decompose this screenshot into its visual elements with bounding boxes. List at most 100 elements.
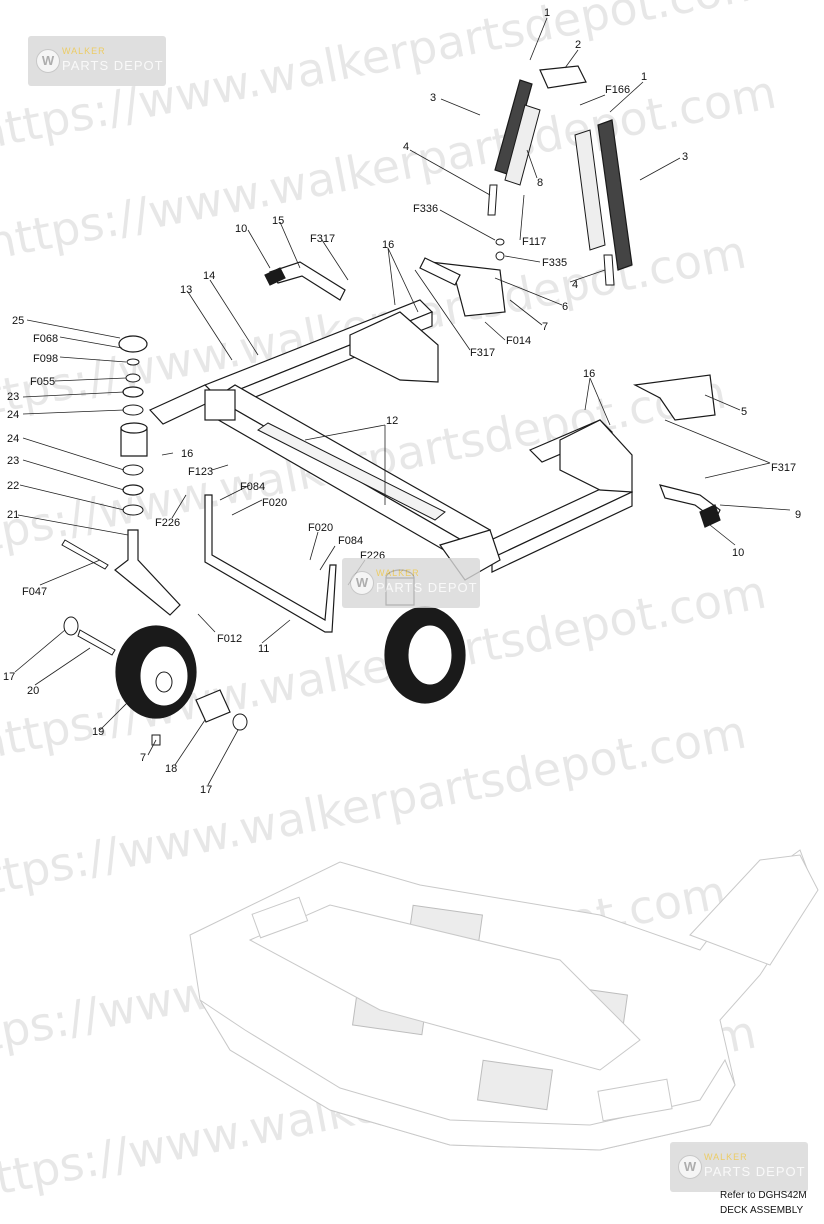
leader-line xyxy=(99,699,131,731)
leader-line xyxy=(719,504,791,511)
leader-line xyxy=(321,239,349,281)
leader-line xyxy=(187,291,233,361)
logo-bottom-text: PARTS DEPOT xyxy=(704,1164,806,1179)
part-label: F123 xyxy=(188,466,213,478)
left-caster-assembly xyxy=(61,335,248,746)
part-label: F336 xyxy=(413,203,438,215)
part-label: 14 xyxy=(203,270,215,282)
leader-line xyxy=(161,452,174,456)
part-label: 24 xyxy=(7,433,19,445)
frame-right-arm-side xyxy=(491,491,633,573)
part-label: F317 xyxy=(470,347,495,359)
leader-line xyxy=(584,377,591,411)
reference-note-line1: Refer to DGHS42M xyxy=(720,1190,807,1201)
part-label: 16 xyxy=(181,448,193,460)
part-label: 21 xyxy=(7,509,19,521)
washer xyxy=(126,358,140,366)
part-label: 20 xyxy=(27,685,39,697)
logo-badge-icon: W xyxy=(36,49,60,73)
frame-corner-block xyxy=(204,389,236,421)
leader-line xyxy=(17,514,129,536)
lock-nut xyxy=(495,251,505,261)
part-label: F226 xyxy=(155,517,180,529)
frame-right-arm xyxy=(479,479,634,559)
leader-line xyxy=(26,319,121,339)
leader-line xyxy=(309,531,319,561)
bearing-race xyxy=(122,404,144,416)
leader-line xyxy=(22,437,125,471)
extension-spring xyxy=(574,129,606,251)
part-label: 4 xyxy=(403,141,409,153)
leader-line xyxy=(509,299,543,326)
part-label: F166 xyxy=(605,84,630,96)
leader-line xyxy=(579,94,606,106)
part-label: F317 xyxy=(771,462,796,474)
lift-pin-grip xyxy=(699,504,721,528)
part-label: 9 xyxy=(795,509,801,521)
deck-plate-ghost xyxy=(251,896,309,939)
bearing-race xyxy=(122,464,144,476)
part-label: F117 xyxy=(522,236,546,248)
leader-line xyxy=(704,394,741,411)
leader-lines xyxy=(14,17,791,786)
leader-line xyxy=(504,255,541,263)
leader-line xyxy=(231,499,263,516)
leader-line xyxy=(709,524,736,546)
part-label: 7 xyxy=(542,321,548,333)
leader-line xyxy=(211,464,229,471)
part-label: 10 xyxy=(732,547,744,559)
logo-top-text: WALKER xyxy=(376,568,420,578)
deck-plate-ghost xyxy=(597,1078,673,1122)
leader-line xyxy=(440,98,481,116)
frame-grip-strip xyxy=(257,422,446,521)
leader-line xyxy=(609,81,644,113)
leader-line xyxy=(14,629,66,673)
leader-line xyxy=(704,462,771,479)
part-label: F020 xyxy=(308,522,333,534)
leader-line xyxy=(387,247,419,313)
part-labels: 1 2 3 F166 1 3 4 8 F336 F117 F335 4 10 1… xyxy=(3,7,801,796)
part-label: F055 xyxy=(30,376,55,388)
leader-line xyxy=(589,377,611,426)
spring-bracket xyxy=(539,65,587,89)
part-label: 16 xyxy=(583,368,595,380)
part-label: 17 xyxy=(200,784,212,796)
leader-line xyxy=(59,356,127,363)
leader-line xyxy=(526,149,538,179)
lift-arm-shaft xyxy=(419,257,461,286)
leader-line xyxy=(247,229,271,269)
leader-line xyxy=(319,545,336,571)
part-label: 19 xyxy=(92,726,104,738)
logo-top-text: WALKER xyxy=(62,46,106,56)
part-label: 1 xyxy=(641,71,647,83)
part-label: 23 xyxy=(7,391,19,403)
part-label: 8 xyxy=(537,177,543,189)
part-label: F317 xyxy=(310,233,335,245)
part-label: 10 xyxy=(235,223,247,235)
leader-line xyxy=(569,269,606,283)
part-label: F020 xyxy=(262,497,287,509)
part-label: F012 xyxy=(217,633,242,645)
part-label: F014 xyxy=(506,335,531,347)
leader-line xyxy=(22,409,125,415)
nut xyxy=(495,238,505,246)
caster-wheel-hub xyxy=(155,671,173,693)
leader-line xyxy=(564,49,579,69)
logo-bottom-text: PARTS DEPOT xyxy=(62,58,164,73)
nut xyxy=(125,373,141,383)
bearing xyxy=(122,484,144,496)
leader-line xyxy=(484,321,506,341)
part-label: 24 xyxy=(7,409,19,421)
lift-pin-handle xyxy=(269,261,346,301)
leader-line xyxy=(59,336,123,349)
leader-line xyxy=(34,647,91,686)
spring-anchor-pin xyxy=(487,184,498,216)
lift-pin-grip xyxy=(264,267,286,286)
leader-line xyxy=(439,209,496,241)
leader-line xyxy=(54,377,127,382)
frame-left-bracket xyxy=(349,311,439,383)
part-label: F084 xyxy=(338,535,363,547)
wheel-bushing xyxy=(195,689,231,723)
caster-wheel-rim xyxy=(407,624,453,686)
